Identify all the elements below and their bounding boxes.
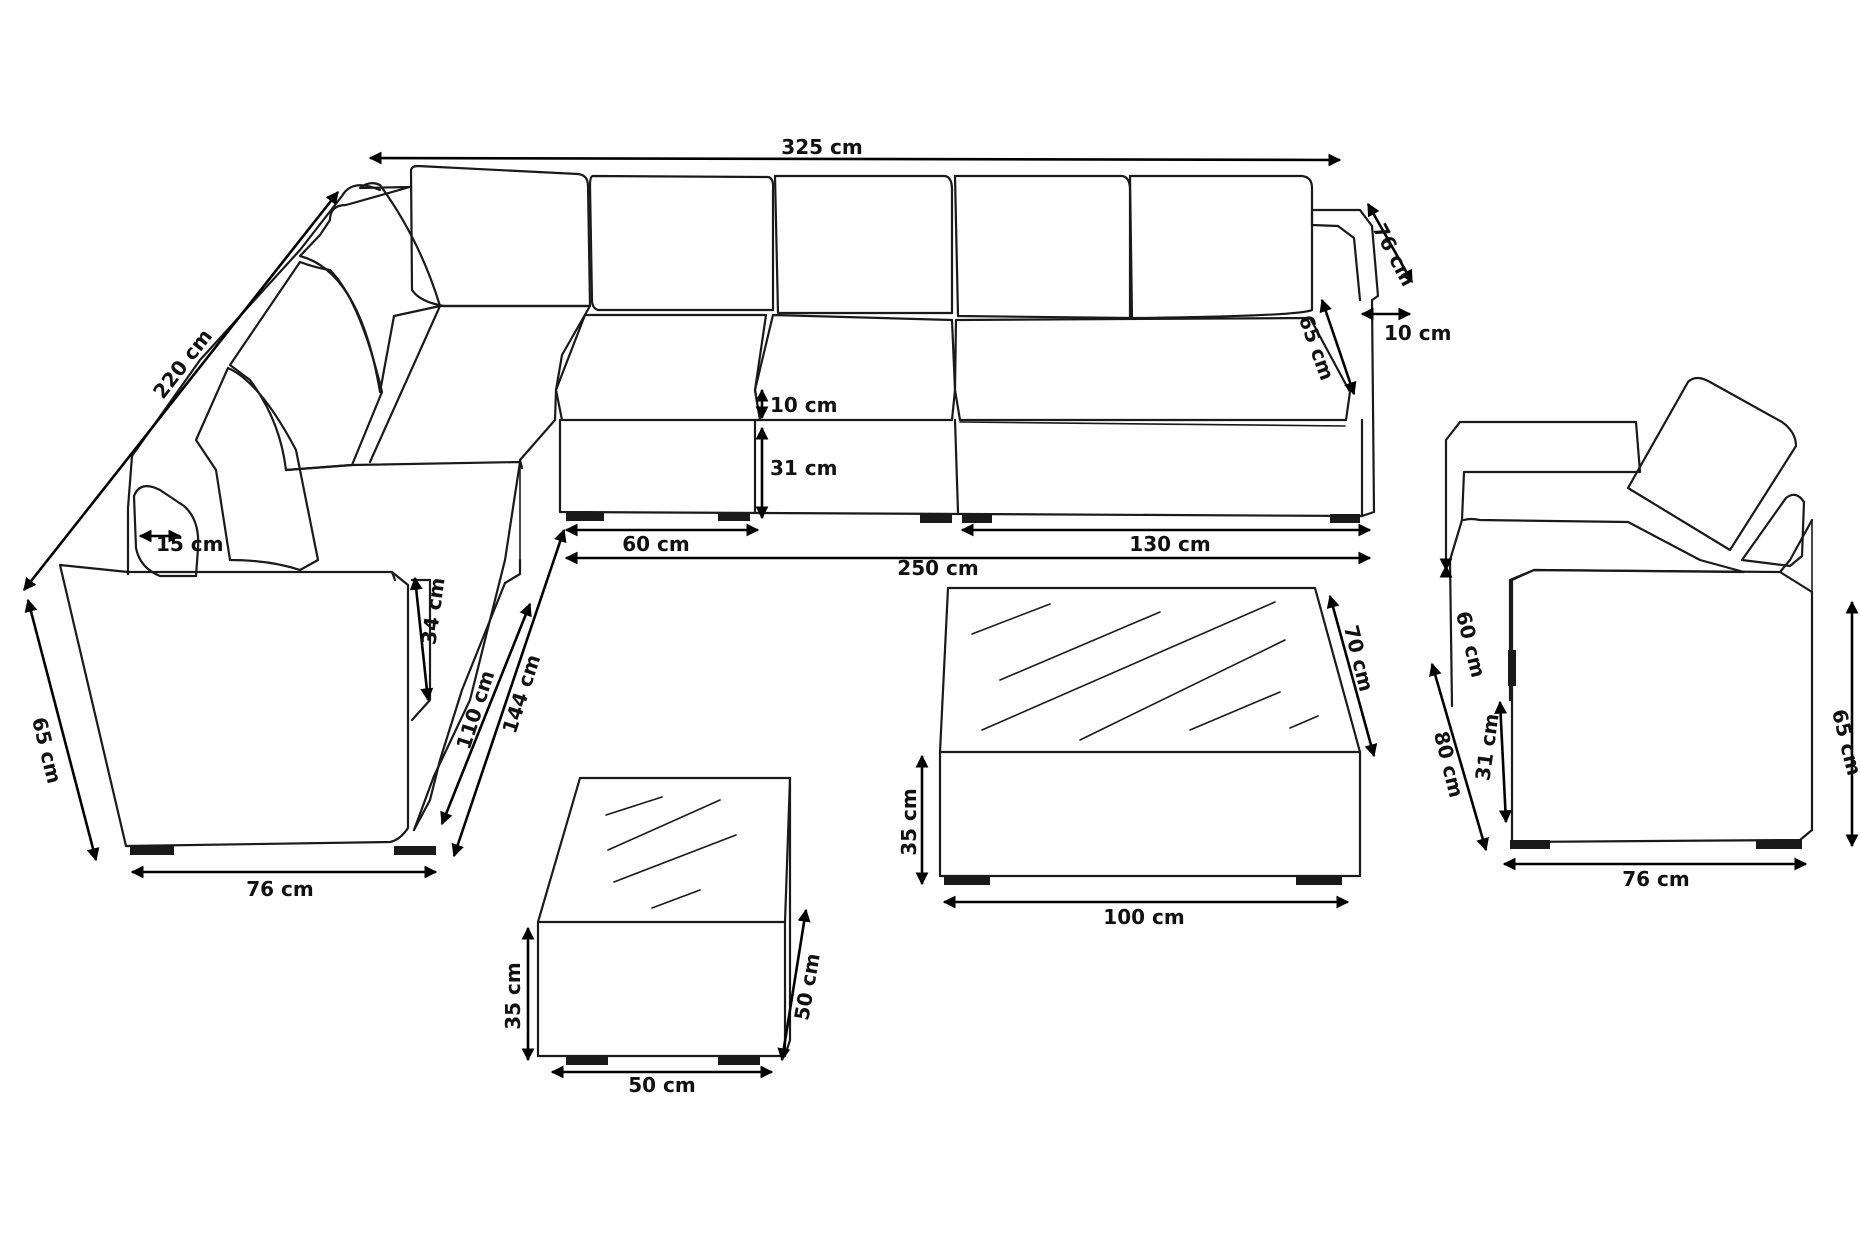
side-end-arm [58,563,410,848]
label-31: 31 cm [770,456,838,480]
side-seat [284,460,522,832]
seat-cushion-middle [753,313,957,422]
foot [944,876,990,885]
foot [962,514,992,523]
label-35-coffee: 35 cm [897,788,921,856]
label-50-depth: 50 cm [789,951,824,1022]
back-cushion-5 [1128,174,1314,320]
label-50-width: 50 cm [628,1073,696,1097]
seat-cushion-130 [953,316,1352,422]
armchair-side-cushion [1740,493,1806,568]
label-65-chair: 65 cm [1827,707,1860,778]
label-65-seat: 65 cm [1294,312,1340,384]
seat-cushion-60 [554,313,768,422]
dim-70 [1326,594,1378,758]
foot [1296,876,1342,885]
foot [1510,840,1550,849]
label-10-arm: 10 cm [1384,321,1452,345]
foot [920,514,952,523]
label-220: 220 cm [148,324,217,403]
small-table-body [536,776,792,1058]
armchair-right-arm [1510,518,1814,844]
coffee-table [938,586,1362,885]
back-cushion-3 [773,174,954,315]
dim-31-chair [1494,700,1512,824]
label-325: 325 cm [781,135,862,159]
back-cushion-1 [409,164,592,308]
foot [1756,840,1802,849]
armchair [1444,376,1814,849]
right-armrest [1310,208,1380,518]
label-35-small: 35 cm [501,962,525,1030]
dim-34 [409,576,434,702]
dim-144 [451,528,567,858]
label-80: 80 cm [1429,729,1469,800]
corner-seat [368,304,592,470]
small-table [536,776,792,1065]
dim-325 [368,151,1342,167]
coffee-table-body [938,750,1362,878]
dim-220 [22,190,340,592]
long-base [558,418,1364,518]
label-70: 70 cm [1339,623,1379,694]
back-cushion-2 [588,174,775,312]
back-cushion-4 [953,174,1132,320]
armchair-seat [1462,517,1746,702]
small-table-top [536,776,792,924]
label-76-chair: 76 cm [1622,867,1690,891]
armchair-back-cushion [1626,376,1798,552]
label-60-chair: 60 cm [1451,609,1491,680]
foot [718,1056,760,1065]
dimension-labels: 325 cm 220 cm 76 cm 10 cm 65 cm 10 cm 31… [27,135,1860,1097]
label-10-cushion: 10 cm [770,393,838,417]
foot [1508,650,1516,686]
foot [130,846,174,855]
foot [1330,514,1360,523]
label-76-side: 76 cm [246,877,314,901]
label-34: 34 cm [416,576,449,646]
dim-80 [1429,662,1489,852]
foot [718,512,750,521]
label-250: 250 cm [897,556,978,580]
dim-76-top [1366,202,1414,284]
label-31-chair: 31 cm [1470,712,1503,782]
dim-65-sofa [24,598,100,862]
label-15: 15 cm [156,532,224,556]
foot [566,1056,608,1065]
label-60: 60 cm [622,532,690,556]
label-130: 130 cm [1129,532,1210,556]
foot [394,846,436,855]
side-back-cushion-2 [228,260,384,472]
label-100: 100 cm [1103,905,1184,929]
foot [566,512,604,521]
dim-65-seat [1319,298,1357,396]
dimension-lines [22,151,1859,1079]
dim-50-depth [777,908,811,1062]
coffee-table-top [938,586,1362,754]
